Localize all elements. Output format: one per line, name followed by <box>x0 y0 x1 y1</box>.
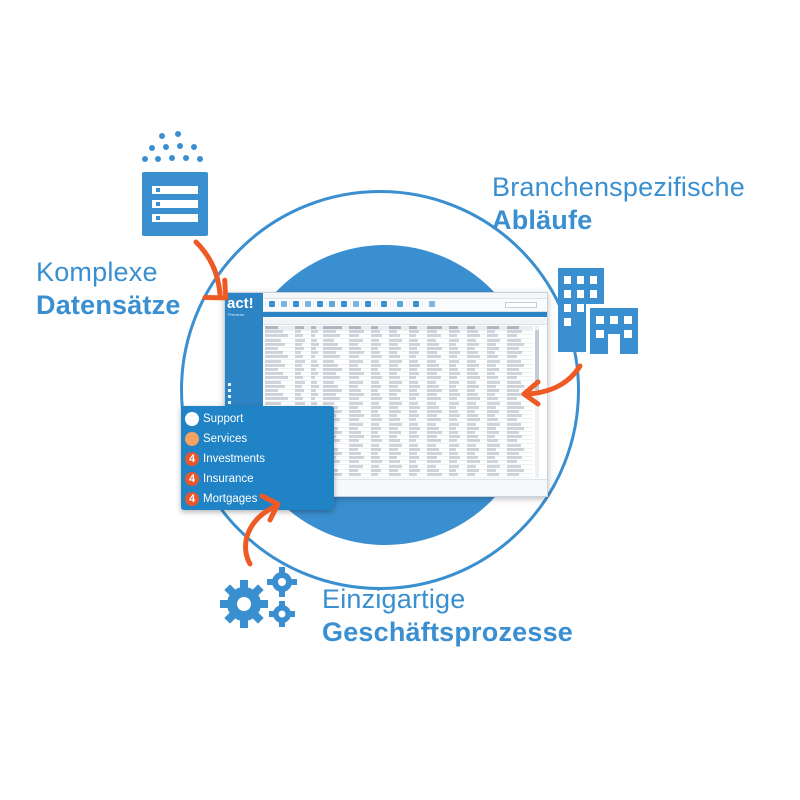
toolbar-button[interactable] <box>381 301 387 307</box>
arrow-to-menu-icon <box>243 493 281 567</box>
app-toolbar <box>263 299 547 312</box>
app-lookup-bar <box>263 312 547 317</box>
toolbar-button[interactable] <box>317 301 323 307</box>
four-icon: 4 <box>185 452 199 466</box>
label-industry-workflows: Branchenspezifische Abläufe <box>492 171 745 237</box>
label-complex-line2: Datensätze <box>36 290 181 320</box>
toolbar-button[interactable] <box>293 301 299 307</box>
label-complex-line1: Komplexe <box>36 257 158 287</box>
table-row[interactable] <box>265 389 533 394</box>
table-row[interactable] <box>265 338 533 344</box>
app-logo-sub: Premium <box>228 312 245 317</box>
headset-icon <box>185 412 199 426</box>
menu-item-mortgages[interactable]: 4 Mortgages <box>185 490 330 508</box>
database-icon <box>142 131 208 236</box>
menu-item-support[interactable]: Support <box>185 410 330 428</box>
app-logo: act! <box>227 295 254 312</box>
label-unique-line1: Einzigartige <box>322 584 466 614</box>
table-row[interactable] <box>265 347 533 352</box>
toolbar-button[interactable] <box>281 301 287 307</box>
menu-item-label: Support <box>203 413 244 425</box>
app-search-input[interactable] <box>505 302 537 308</box>
menu-item-insurance[interactable]: 4 Insurance <box>185 470 330 488</box>
buildings-icon <box>558 268 640 354</box>
label-complex-datasets: Komplexe Datensätze <box>36 256 181 322</box>
four-icon: 4 <box>185 492 199 506</box>
table-row[interactable] <box>265 368 533 373</box>
app-statusbar <box>263 479 547 496</box>
sidebar-nav-item[interactable] <box>228 401 258 404</box>
menu-item-label: Mortgages <box>203 493 258 505</box>
table-row[interactable] <box>265 401 533 407</box>
label-unique-processes: Einzigartige Geschäftsprozesse <box>322 583 573 649</box>
menu-item-label: Services <box>203 433 248 445</box>
outer-ring <box>180 190 580 590</box>
sidebar-nav-item[interactable] <box>228 383 258 386</box>
gears-icon <box>220 567 297 628</box>
toolbar-button[interactable] <box>365 301 371 307</box>
toolbar-button[interactable] <box>429 301 435 307</box>
toolbar-button[interactable] <box>341 301 347 307</box>
table-row[interactable] <box>265 380 533 386</box>
toolbar-button[interactable] <box>353 301 359 307</box>
menu-item-services[interactable]: Services <box>185 430 330 448</box>
arrow-from-buildings-icon <box>521 363 583 407</box>
toolbar-button[interactable] <box>397 301 403 307</box>
menu-item-label: Insurance <box>203 473 254 485</box>
menu-item-investments[interactable]: 4 Investments <box>185 450 330 468</box>
sidebar-nav-item[interactable] <box>228 395 258 398</box>
four-icon: 4 <box>185 472 199 486</box>
toolbar-button[interactable] <box>305 301 311 307</box>
app-menubar <box>263 293 547 299</box>
sidebar-nav-item[interactable] <box>228 389 258 392</box>
label-industry-line1: Branchenspezifische <box>492 172 745 202</box>
table-row[interactable] <box>265 359 533 365</box>
toolbar-button[interactable] <box>413 301 419 307</box>
product-menu: Support Services 4 Investments 4 Insuran… <box>181 406 334 510</box>
toolbar-button[interactable] <box>269 301 275 307</box>
label-industry-line2: Abläufe <box>492 205 593 235</box>
grid-header-row[interactable] <box>265 326 533 331</box>
toolbar-button[interactable] <box>329 301 335 307</box>
arrow-to-app-icon <box>193 239 229 301</box>
label-unique-line2: Geschäftsprozesse <box>322 617 574 647</box>
app-filter-bar <box>263 318 547 325</box>
menu-item-label: Investments <box>203 453 265 465</box>
worker-icon <box>185 432 199 446</box>
